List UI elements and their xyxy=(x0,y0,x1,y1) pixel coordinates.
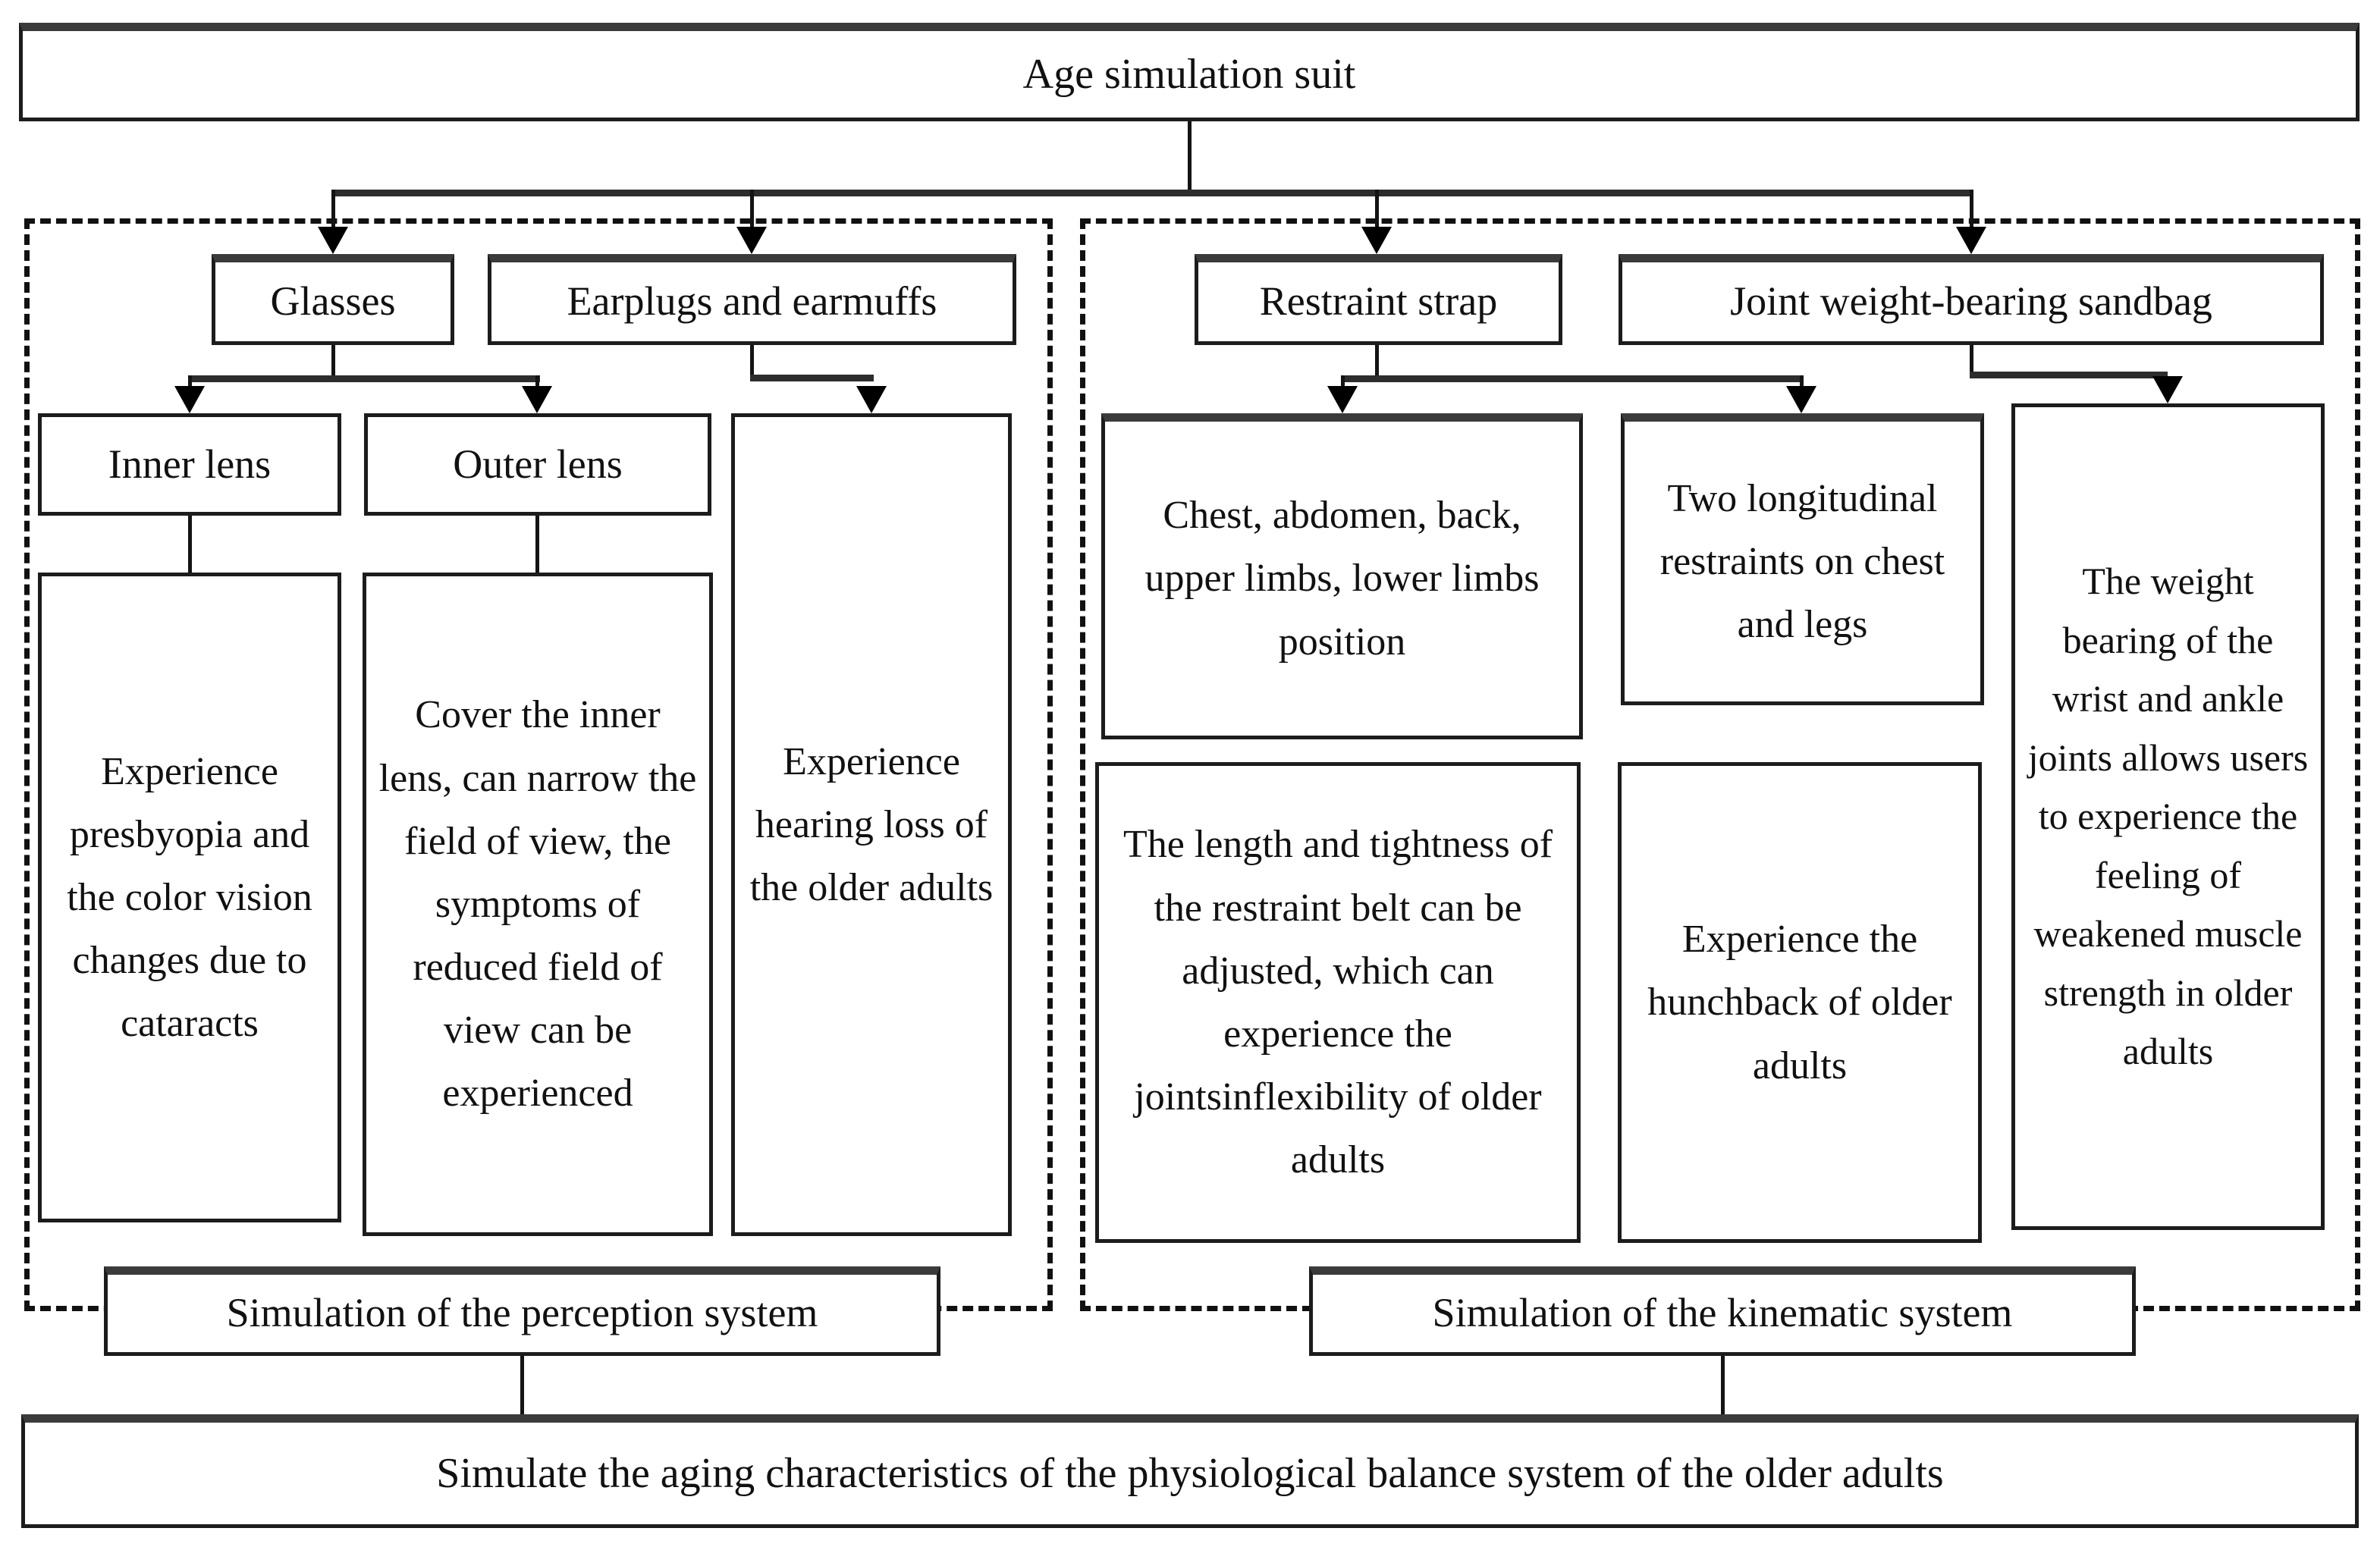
perception-label-node: Simulation of the perception system xyxy=(104,1266,940,1356)
connector-glasses-stem xyxy=(331,345,335,378)
connector-root-bar xyxy=(331,190,1973,196)
outer-lens-node: Outer lens xyxy=(364,413,711,516)
connector-glasses-bar xyxy=(188,375,540,382)
weight-bearing-text: The weight bearing of the wrist and ankl… xyxy=(2027,560,2309,1073)
connector-sandbag-bar xyxy=(1970,372,2168,378)
weight-bearing-node: The weight bearing of the wrist and ankl… xyxy=(2011,403,2325,1230)
connector-inner-lens-stem xyxy=(188,516,192,573)
connector-positions-drop xyxy=(1341,375,1345,391)
root-node: Age simulation suit xyxy=(19,23,2360,121)
arrow-into-strap-positions xyxy=(1327,386,1358,413)
connector-kinematic-stem xyxy=(1721,1356,1725,1414)
kinematic-label-node: Simulation of the kinematic system xyxy=(1309,1266,2136,1356)
arrow-into-weight-bearing xyxy=(2152,376,2183,403)
presbyopia-node: Experience presbyopia and the color visi… xyxy=(38,573,341,1222)
connector-drop-glasses xyxy=(331,190,335,231)
restraint-strap-node: Restraint strap xyxy=(1195,254,1562,345)
connector-inner-drop xyxy=(188,375,192,391)
belt-adjustment-text: The length and tightness of the restrain… xyxy=(1122,823,1553,1182)
connector-sandbag-stem xyxy=(1970,345,1973,378)
connector-restraint-stem xyxy=(1375,345,1379,378)
hearing-loss-text: Experience hearing loss of the older adu… xyxy=(749,739,994,910)
connector-earplugs-bar xyxy=(750,375,874,381)
connector-drop-earplugs xyxy=(750,190,754,231)
connector-restraint-bar xyxy=(1341,375,1804,382)
hunchback-node: Experience the hunchback of older adults xyxy=(1618,762,1982,1243)
arrow-into-earplugs xyxy=(736,227,767,254)
strap-positions-text: Chest, abdomen, back, upper limbs, lower… xyxy=(1144,494,1540,664)
kinematic-label-text: Simulation of the kinematic system xyxy=(1432,1290,2013,1336)
connector-outer-drop xyxy=(535,375,539,391)
arrow-into-restraint xyxy=(1361,227,1392,254)
connector-earplugs-stem xyxy=(750,345,754,381)
arrow-into-inner-lens xyxy=(174,386,205,413)
belt-adjustment-node: The length and tightness of the restrain… xyxy=(1095,762,1581,1243)
conclusion-node: Simulate the aging characteristics of th… xyxy=(21,1414,2359,1528)
inner-lens-label: Inner lens xyxy=(108,441,272,487)
longitudinal-text: Two longitudinal restraints on chest and… xyxy=(1659,476,1945,647)
outer-lens-label: Outer lens xyxy=(453,441,623,487)
arrow-into-glasses xyxy=(318,227,348,254)
connector-drop-restraint xyxy=(1375,190,1379,231)
connector-outer-lens-stem xyxy=(535,516,539,573)
connector-perception-stem xyxy=(520,1356,524,1414)
glasses-label: Glasses xyxy=(270,278,396,325)
hearing-loss-node: Experience hearing loss of the older adu… xyxy=(731,413,1012,1236)
connector-drop-sandbag xyxy=(1970,190,1973,231)
earplugs-node: Earplugs and earmuffs xyxy=(488,254,1016,345)
cover-inner-lens-text: Cover the inner lens, can narrow the fie… xyxy=(378,693,697,1116)
restraint-strap-label: Restraint strap xyxy=(1259,278,1498,325)
connector-root-stem xyxy=(1188,121,1192,191)
presbyopia-text: Experience presbyopia and the color visi… xyxy=(67,749,312,1046)
earplugs-label: Earplugs and earmuffs xyxy=(567,278,937,325)
root-node-label: Age simulation suit xyxy=(1022,50,1356,98)
longitudinal-node: Two longitudinal restraints on chest and… xyxy=(1621,413,1984,705)
sandbag-node: Joint weight-bearing sandbag xyxy=(1619,254,2324,345)
arrow-into-longitudinal xyxy=(1786,386,1816,413)
inner-lens-node: Inner lens xyxy=(38,413,341,516)
arrow-into-hearing-loss xyxy=(856,386,887,413)
hunchback-text: Experience the hunchback of older adults xyxy=(1647,918,1952,1087)
glasses-node: Glasses xyxy=(212,254,454,345)
strap-positions-node: Chest, abdomen, back, upper limbs, lower… xyxy=(1101,413,1583,739)
arrow-into-sandbag xyxy=(1956,227,1986,254)
sandbag-label: Joint weight-bearing sandbag xyxy=(1730,278,2212,325)
connector-longitudinal-drop xyxy=(1800,375,1804,391)
arrow-into-outer-lens xyxy=(522,386,552,413)
perception-label-text: Simulation of the perception system xyxy=(226,1290,818,1336)
cover-inner-lens-node: Cover the inner lens, can narrow the fie… xyxy=(363,573,713,1236)
conclusion-text: Simulate the aging characteristics of th… xyxy=(436,1449,1944,1497)
